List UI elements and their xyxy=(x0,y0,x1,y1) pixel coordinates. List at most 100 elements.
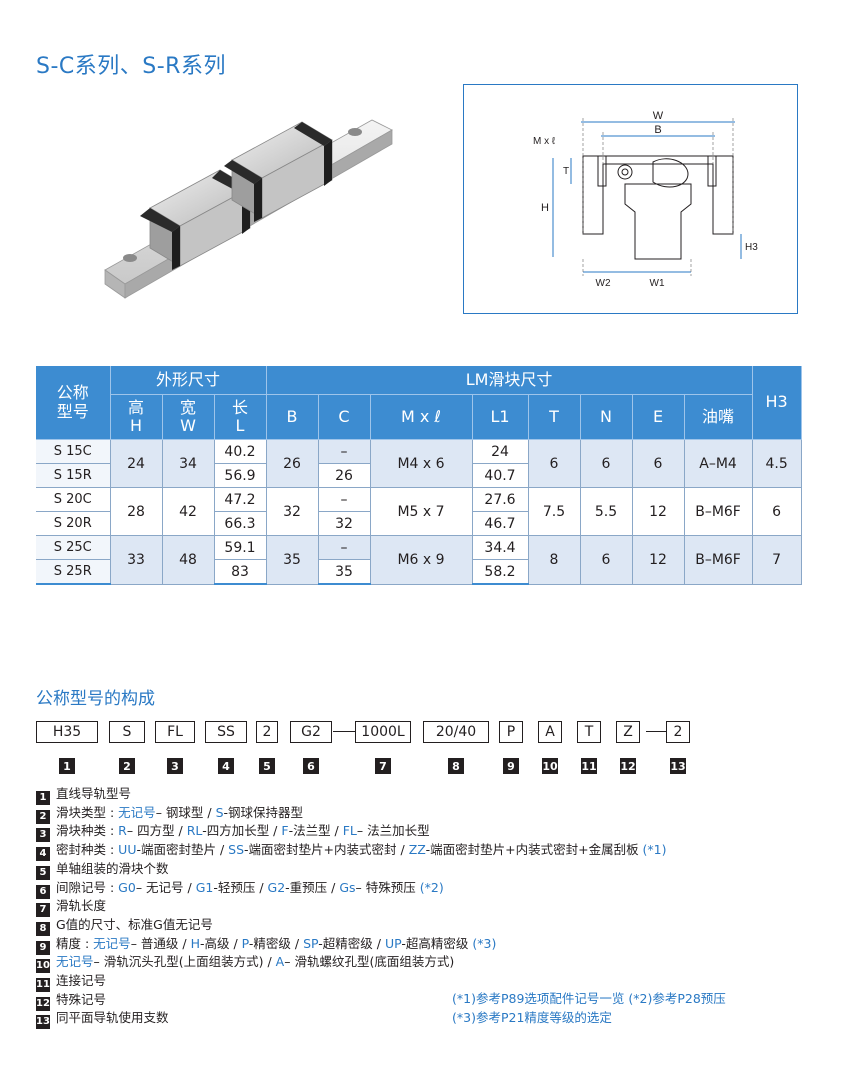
legend-number: 5 xyxy=(36,865,50,880)
header-model: 公称 型号 xyxy=(36,366,111,440)
legend-number: 11 xyxy=(36,978,50,992)
cell-M: M4 x 6 xyxy=(370,439,473,488)
legend-number: 12 xyxy=(36,996,50,1011)
legend-number: 10 xyxy=(36,959,50,974)
cross-section-diagram-frame xyxy=(463,84,798,314)
cell-L1: 40.7 xyxy=(472,463,529,488)
code-box-1: H35 xyxy=(36,721,98,743)
note-2: (*3)参考P21精度等级的选定 xyxy=(452,1010,612,1025)
cell-B: 35 xyxy=(266,535,319,585)
code-box-4: SS xyxy=(205,721,247,743)
code-box-6: G2 xyxy=(290,721,332,743)
header-L1: L1 xyxy=(472,394,529,440)
legend-text: G2 xyxy=(267,879,286,895)
legend-text: 直线导轨型号 xyxy=(56,786,132,801)
diagram-label-W1: W1 xyxy=(650,278,665,289)
diagram-label-W2: W2 xyxy=(596,278,611,289)
code-dash-1 xyxy=(333,731,355,732)
cell-C: – xyxy=(318,439,371,464)
cell-L: 56.9 xyxy=(214,463,267,488)
legend-text: Gs xyxy=(339,879,356,895)
code-number-4: 4 xyxy=(218,758,234,774)
cell-model: S 20C xyxy=(36,487,111,512)
cell-L1: 34.4 xyxy=(472,535,529,560)
legend-text: 滑轨长度 xyxy=(56,898,107,914)
code-box-3: FL xyxy=(155,721,195,743)
code-box-7: 1000L xyxy=(355,721,411,743)
legend-text: -法兰型 / xyxy=(288,823,343,839)
legend-text: (*2) xyxy=(419,879,444,895)
code-number-7: 7 xyxy=(375,758,391,774)
header-C: C xyxy=(318,394,371,440)
legend-text: H xyxy=(190,935,200,951)
code-box-5: 2 xyxy=(256,721,278,743)
cell-T: 8 xyxy=(528,535,581,585)
legend-text: -精密级 / xyxy=(248,935,304,951)
code-number-11: 11 xyxy=(581,758,597,774)
code-number-12: 12 xyxy=(620,758,636,774)
cell-T: 7.5 xyxy=(528,487,581,536)
legend-number: 4 xyxy=(36,847,50,862)
legend-text: FL xyxy=(342,823,357,839)
legend-text: 无记号 xyxy=(93,935,131,951)
legend-text: (*1) xyxy=(642,842,667,858)
note-1: (*1)参考P89选项配件记号一览 (*2)参考P28预压 xyxy=(452,991,726,1006)
legend-text: RL xyxy=(186,823,203,839)
diagram-label-B: B xyxy=(654,124,661,136)
legend-item-11: 11 连接记号 xyxy=(36,970,106,992)
diagram-label-H: H xyxy=(541,202,549,214)
cell-L: 59.1 xyxy=(214,535,267,560)
legend-text: P xyxy=(241,935,249,951)
legend-text: -超精密级 / xyxy=(318,935,385,951)
header-L: 长 L xyxy=(214,394,267,440)
legend-number: 6 xyxy=(36,884,50,899)
diagram-label-W: W xyxy=(653,110,664,122)
header-N: N xyxy=(580,394,633,440)
header-E: E xyxy=(632,394,685,440)
legend-text: (*3) xyxy=(472,935,497,951)
cell-C: 35 xyxy=(318,559,371,585)
header-H: 高 H xyxy=(110,394,163,440)
legend-number: 13 xyxy=(36,1015,50,1030)
cell-L: 66.3 xyxy=(214,511,267,536)
legend-text: 连接记号 xyxy=(56,973,107,988)
diagram-label-T: T xyxy=(563,166,569,177)
code-box-13: 2 xyxy=(666,721,690,743)
code-number-6: 6 xyxy=(303,758,319,774)
cell-model: S 25C xyxy=(36,535,111,560)
legend-text: – 无记号 / xyxy=(135,879,196,895)
cell-B: 32 xyxy=(266,487,319,536)
code-number-10: 10 xyxy=(542,758,558,774)
cell-L1: 46.7 xyxy=(472,511,529,536)
legend-text: 密封种类 : xyxy=(56,842,119,858)
cell-N: 5.5 xyxy=(580,487,633,536)
legend-text: – 特殊预压 xyxy=(355,879,420,895)
legend-text: – 滑轨螺纹孔型(底面组装方式) xyxy=(284,954,455,970)
code-box-8: 20/40 xyxy=(423,721,489,743)
cell-M: M6 x 9 xyxy=(370,535,473,585)
cell-L1: 58.2 xyxy=(472,559,529,585)
header-T: T xyxy=(528,394,581,440)
legend-text: – 四方型 / xyxy=(126,823,187,839)
linear-guide-illustration xyxy=(104,119,393,299)
cell-C: – xyxy=(318,487,371,512)
legend-text: – 法兰加长型 xyxy=(356,823,430,839)
cell-W: 34 xyxy=(162,439,215,488)
legend-number: 9 xyxy=(36,940,50,955)
cell-H3: 6 xyxy=(752,487,802,536)
cell-M: M5 x 7 xyxy=(370,487,473,536)
cell-B: 26 xyxy=(266,439,319,488)
legend-text: -重预压 / xyxy=(285,879,340,895)
legend-text: 滑块种类 : xyxy=(56,823,119,839)
cell-L: 40.2 xyxy=(214,439,267,464)
header-H3: H3 xyxy=(752,366,802,440)
cross-section-diagram: W B M x ℓ T H H3 W2 W1 xyxy=(533,110,758,289)
code-box-11: T xyxy=(577,721,601,743)
cell-model: S 15R xyxy=(36,463,111,488)
cell-oil: A–M4 xyxy=(684,439,753,488)
